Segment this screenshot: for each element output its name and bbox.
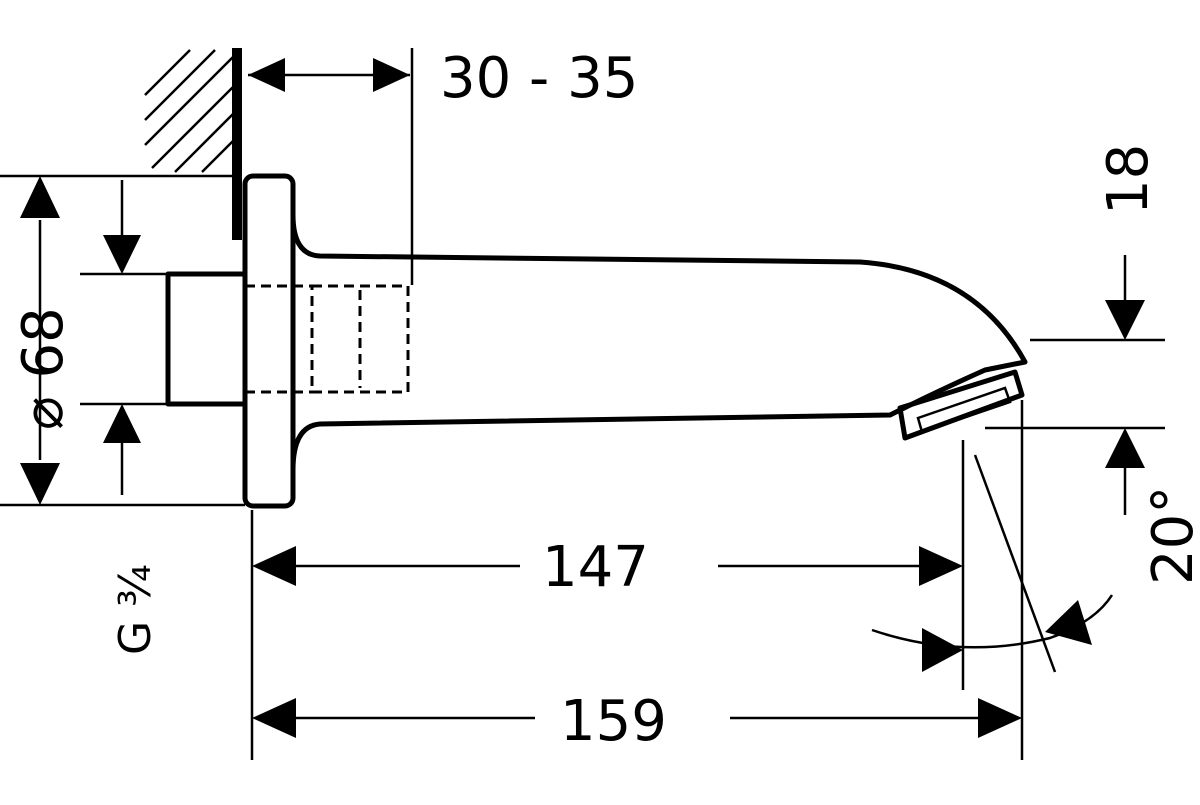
dim-wall-gap: 30 - 35 xyxy=(248,46,638,285)
dim-angle: 20° xyxy=(871,454,1200,673)
wall-gap-label: 30 - 35 xyxy=(440,46,638,111)
wall xyxy=(0,48,242,240)
thread-connector xyxy=(165,271,248,407)
wall-hatching xyxy=(144,49,237,173)
rosette-diameter-label: ⌀ 68 xyxy=(11,307,76,430)
dim-rosette-diameter: ⌀ 68 xyxy=(0,176,245,507)
dim-outlet-height: 18 xyxy=(985,144,1165,515)
angle-label: 20° xyxy=(1141,486,1200,585)
dim-thread: G ¾ xyxy=(80,180,168,655)
length-total-label: 159 xyxy=(560,689,667,754)
thread-label: G ¾ xyxy=(110,564,161,655)
length-inner-label: 147 xyxy=(542,535,649,600)
dim-length-total: 159 xyxy=(252,400,1024,760)
dim-length-inner: 147 xyxy=(250,440,965,760)
hidden-connector xyxy=(310,284,410,394)
aerator xyxy=(897,369,1025,441)
outlet-height-label: 18 xyxy=(1096,144,1161,215)
spout-body xyxy=(290,214,1028,471)
spout xyxy=(165,173,1028,509)
rosette xyxy=(242,173,296,509)
aerator-inner xyxy=(916,386,1012,434)
